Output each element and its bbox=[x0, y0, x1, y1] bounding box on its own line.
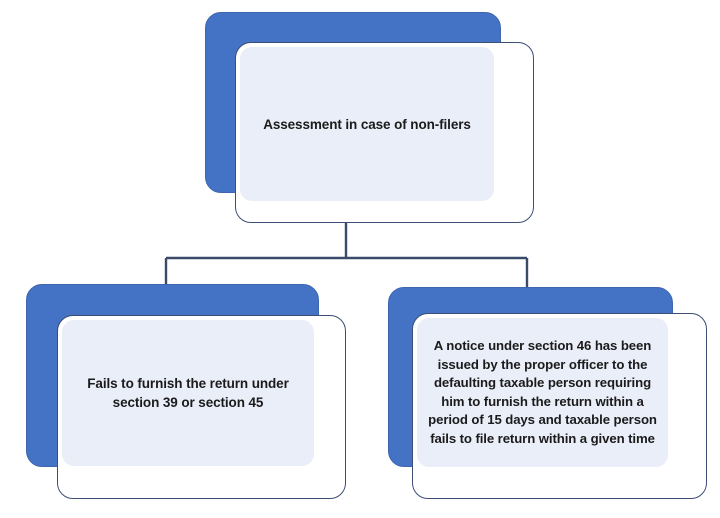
node-label-root: Assessment in case of non-filers bbox=[263, 116, 471, 132]
node-label-fails-to-furnish: Fails to furnish the return under sectio… bbox=[87, 376, 289, 410]
node-panel: A notice under section 46 has been issue… bbox=[417, 318, 668, 467]
node-panel: Assessment in case of non-filers bbox=[240, 47, 494, 201]
node-panel: Fails to furnish the return under sectio… bbox=[62, 320, 314, 466]
node-label-notice-section-46: A notice under section 46 has been issue… bbox=[428, 338, 657, 446]
